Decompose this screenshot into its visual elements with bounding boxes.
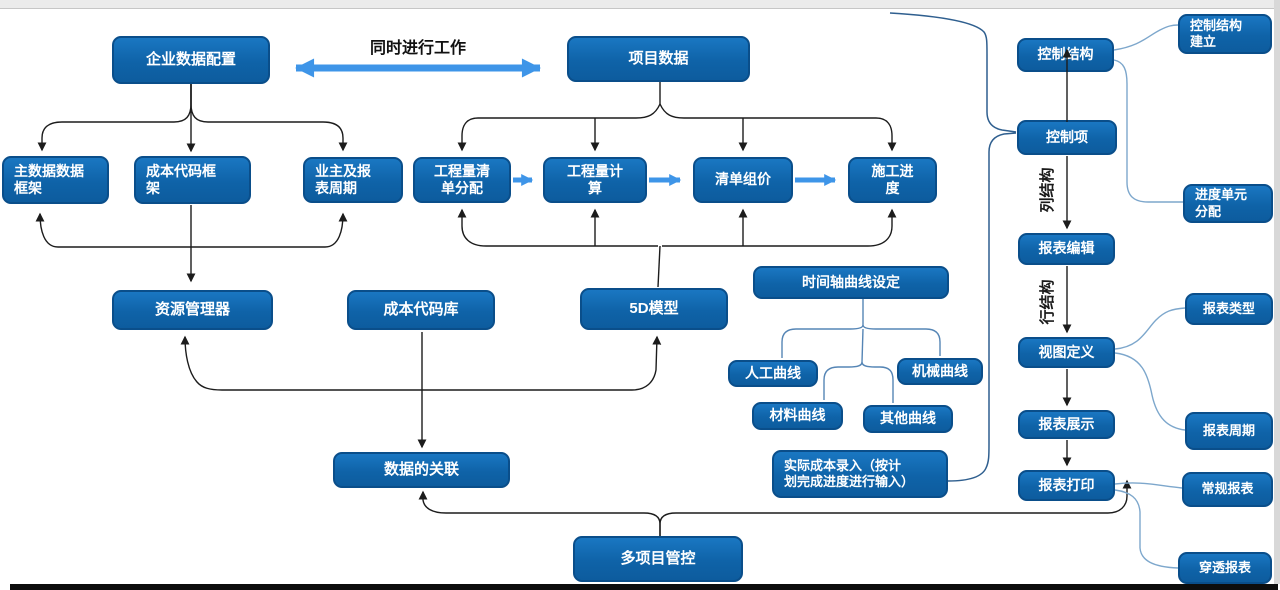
- node-report-display: 报表展示: [1018, 410, 1115, 439]
- node-control-structure-setup: 控制结构 建立: [1178, 14, 1272, 54]
- node-label: 成本代码框 架: [146, 162, 216, 197]
- node-label: 控制项: [1046, 128, 1088, 145]
- node-label: 穿透报表: [1198, 559, 1251, 575]
- node-label: 机械曲线: [912, 362, 968, 379]
- node-label: 企业数据配置: [145, 50, 236, 68]
- node-construction-progress: 施工进 度: [848, 157, 937, 203]
- node-label: 成本代码库: [383, 300, 459, 318]
- node-5d-model: 5D模型: [580, 288, 728, 330]
- node-labor-curve: 人工曲线: [728, 360, 818, 387]
- node-label: 视图定义: [1038, 343, 1095, 360]
- node-label: 材料曲线: [769, 407, 826, 424]
- node-label: 工程量清 单分配: [434, 162, 490, 197]
- column-structure-label: 列结构: [1039, 167, 1056, 213]
- node-label: 工程量计 算: [567, 162, 623, 197]
- simultaneous-work-label: 同时进行工作: [369, 40, 466, 57]
- node-label: 数据的关联: [383, 460, 459, 478]
- node-cost-code-framework: 成本代码框 架: [134, 156, 251, 204]
- node-report-edit: 报表编辑: [1018, 233, 1115, 265]
- node-cost-code-library: 成本代码库: [347, 290, 495, 330]
- node-data-linkage: 数据的关联: [333, 452, 510, 488]
- node-other-curve: 其他曲线: [863, 405, 953, 433]
- node-owner-report-cycle: 业主及报 表周期: [303, 157, 403, 203]
- curve-tree-connectors: [781, 299, 941, 403]
- node-report-print: 报表打印: [1018, 470, 1115, 501]
- node-report-cycle: 报表周期: [1185, 412, 1273, 450]
- node-label: 报表打印: [1038, 476, 1095, 493]
- node-multi-project-control: 多项目管控: [573, 536, 743, 582]
- node-label: 人工曲线: [745, 364, 801, 381]
- node-boq-allocation: 工程量清 单分配: [413, 157, 511, 203]
- node-label: 清单组价: [715, 171, 771, 188]
- node-label: 时间轴曲线设定: [802, 273, 900, 290]
- node-regular-report: 常规报表: [1182, 472, 1273, 507]
- row-structure-label: 行结构: [1039, 279, 1056, 325]
- node-label: 其他曲线: [880, 410, 936, 427]
- node-label: 报表展示: [1038, 415, 1095, 432]
- node-enterprise-data-config: 企业数据配置: [112, 36, 270, 84]
- node-resource-manager: 资源管理器: [112, 290, 273, 330]
- node-quantity-calculation: 工程量计 算: [543, 157, 647, 203]
- node-label: 施工进 度: [871, 162, 914, 197]
- node-report-type: 报表类型: [1185, 293, 1273, 325]
- node-label: 控制结构 建立: [1190, 17, 1243, 49]
- node-project-data: 项目数据: [567, 36, 750, 82]
- node-label: 多项目管控: [620, 549, 696, 567]
- node-label: 报表类型: [1202, 300, 1255, 316]
- node-label: 主数据数据 框架: [14, 162, 84, 197]
- node-boq-pricing: 清单组价: [693, 157, 793, 203]
- node-control-structure: 控制结构: [1017, 38, 1114, 72]
- right-border-strip: [1274, 0, 1280, 584]
- node-label: 报表周期: [1202, 422, 1255, 438]
- node-material-curve: 材料曲线: [752, 402, 843, 430]
- node-drillthrough-report: 穿透报表: [1178, 552, 1272, 584]
- node-label: 资源管理器: [154, 300, 230, 318]
- node-label: 常规报表: [1201, 481, 1254, 497]
- node-progress-unit-allocation: 进度单元 分配: [1183, 184, 1273, 223]
- node-label: 业主及报 表周期: [315, 162, 371, 197]
- bottom-border-bar: [10, 584, 1278, 590]
- top-border-strip: [0, 0, 1280, 9]
- node-label: 5D模型: [629, 299, 679, 317]
- node-timeline-curve-setting: 时间轴曲线设定: [753, 266, 949, 299]
- node-master-data-framework: 主数据数据 框架: [2, 156, 109, 204]
- node-control-item: 控制项: [1017, 120, 1117, 155]
- node-view-definition: 视图定义: [1018, 337, 1115, 368]
- light-bracket-connectors: [1113, 24, 1186, 569]
- node-machine-curve: 机械曲线: [897, 358, 983, 385]
- node-label: 进度单元 分配: [1195, 187, 1248, 219]
- node-label: 项目数据: [628, 49, 689, 67]
- node-actual-cost-entry: 实际成本录入（按计 划完成进度进行输入）: [772, 450, 948, 498]
- node-label: 控制结构: [1037, 46, 1094, 63]
- node-label: 实际成本录入（按计 划完成进度进行输入）: [784, 457, 915, 489]
- node-label: 报表编辑: [1038, 240, 1095, 257]
